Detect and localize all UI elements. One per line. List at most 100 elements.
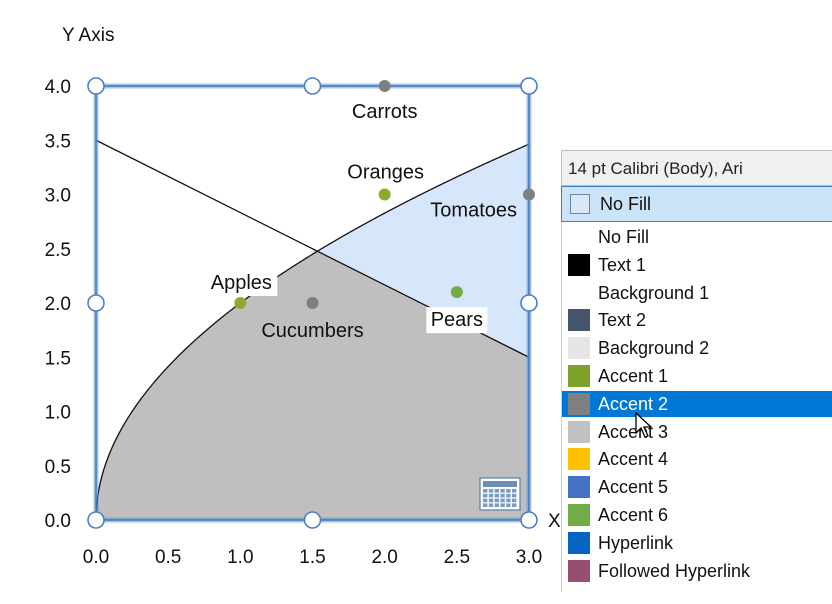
data-point[interactable]	[234, 297, 247, 309]
data-table-icon-cell	[494, 493, 499, 498]
fill-option-hyperlink[interactable]: Hyperlink	[562, 530, 832, 556]
resize-handle[interactable]	[520, 294, 538, 312]
data-table-icon-cell	[500, 503, 505, 507]
font-format-toolbar[interactable]: 14 pt Calibri (Body), Ari	[561, 150, 832, 186]
resize-handle[interactable]	[520, 77, 538, 95]
y-tick-label: 3.5	[45, 131, 71, 152]
data-point[interactable]	[306, 297, 319, 309]
data-table-icon-cell	[506, 489, 511, 493]
y-tick-label: 2.5	[45, 240, 71, 261]
data-table-icon-cell	[506, 503, 511, 507]
fill-color-select[interactable]: No Fill	[561, 186, 832, 222]
data-label-background	[426, 307, 488, 334]
data-label-background	[205, 270, 278, 296]
y-tick-label: 0.0	[45, 511, 71, 532]
data-table-icon-cell	[488, 493, 494, 498]
fill-option-label: Text 1	[598, 254, 647, 275]
fill-option-text-2[interactable]: Text 2	[562, 307, 832, 333]
data-point[interactable]	[450, 286, 463, 299]
data-table-icon-cell	[512, 489, 517, 493]
data-point[interactable]	[523, 188, 535, 201]
color-swatch-icon	[568, 281, 590, 304]
data-table-icon-cell	[488, 503, 494, 507]
fill-option-label: Background 1	[598, 282, 710, 303]
x-tick-label: 0.5	[155, 547, 181, 568]
y-tick-label: 2.0	[45, 294, 71, 315]
resize-handle[interactable]	[87, 77, 105, 95]
data-table-icon-cell	[506, 493, 511, 498]
fill-option-label: Background 2	[598, 338, 710, 359]
fill-option-label: Hyperlink	[598, 532, 674, 553]
fill-option-label: Accent 4	[598, 449, 669, 470]
fill-select-value: No Fill	[600, 194, 652, 214]
data-label[interactable]: Tomatoes	[430, 200, 517, 222]
fill-option-label: Accent 1	[598, 366, 669, 386]
color-swatch-icon	[568, 504, 590, 526]
fill-option-accent-6[interactable]: Accent 6	[562, 502, 832, 528]
data-table-icon-cell	[483, 498, 488, 503]
no-fill-swatch-icon	[570, 194, 590, 214]
data-table-icon-cell	[512, 493, 517, 498]
fill-option-text-1[interactable]: Text 1	[562, 252, 832, 278]
data-label[interactable]: Pears	[431, 309, 483, 331]
resize-handle[interactable]	[303, 77, 322, 95]
x-tick-label: 2.5	[444, 547, 470, 568]
color-swatch-icon	[568, 420, 590, 443]
sqrt-curve-line	[95, 143, 530, 521]
data-label[interactable]: Carrots	[352, 101, 418, 123]
fill-option-followed-hyperlink[interactable]: Followed Hyperlink	[562, 558, 832, 584]
fill-option-background-1[interactable]: Background 1	[562, 280, 832, 306]
fill-option-accent-3[interactable]: Accent 3	[562, 419, 832, 445]
resize-handle[interactable]	[87, 511, 105, 529]
fill-option-accent-4[interactable]: Accent 4	[562, 446, 832, 472]
data-label[interactable]: Oranges	[347, 162, 424, 184]
resize-handle[interactable]	[87, 294, 105, 312]
resize-handle[interactable]	[303, 511, 322, 529]
fill-option-label: Accent 5	[598, 477, 669, 498]
data-table-icon-cell	[500, 493, 505, 498]
fill-option-accent-1[interactable]: Accent 1	[562, 363, 832, 389]
data-point[interactable]	[378, 188, 391, 201]
data-table-icon-cell	[494, 489, 499, 493]
data-label[interactable]: Cucumbers	[261, 320, 363, 342]
y-tick-label: 3.0	[45, 186, 71, 207]
x-tick-label: 1.5	[299, 547, 325, 568]
fill-option-label: Followed Hyperlink	[598, 560, 751, 581]
fill-option-label: No Fill	[598, 227, 650, 247]
mouse-pointer-icon	[635, 412, 653, 438]
color-swatch-icon	[568, 559, 590, 582]
fill-option-label: Accent 6	[598, 505, 669, 525]
resize-handle[interactable]	[520, 511, 538, 529]
color-swatch-icon	[568, 309, 590, 332]
color-swatch-icon	[568, 531, 590, 554]
data-table-icon-cell	[500, 498, 505, 503]
data-table-icon-cell	[483, 489, 488, 493]
fill-option-accent-5[interactable]: Accent 5	[562, 474, 832, 500]
x-axis-title: X	[548, 511, 560, 532]
data-table-icon-cell	[500, 489, 505, 493]
x-tick-label: 0.0	[83, 547, 109, 568]
data-table-icon-cell	[488, 498, 494, 503]
fill-option-no-fill[interactable]: No Fill	[562, 224, 832, 250]
color-swatch-icon	[568, 448, 590, 471]
data-table-icon-cell	[483, 503, 488, 507]
fill-option-accent-2[interactable]: Accent 2	[562, 390, 832, 417]
color-swatch-icon	[568, 365, 590, 387]
data-point[interactable]	[378, 80, 391, 92]
x-tick-label: 3.0	[516, 547, 542, 568]
data-table-icon-cell	[488, 489, 494, 493]
color-swatch-icon	[568, 392, 590, 415]
y-axis-title: Y Axis	[62, 25, 114, 46]
data-label[interactable]: Apples	[211, 272, 272, 294]
color-swatch-icon	[568, 253, 590, 276]
y-tick-label: 1.5	[45, 348, 71, 369]
data-table-icon-cell	[512, 503, 517, 507]
data-table-icon-cell	[506, 498, 511, 503]
data-table-icon-cell	[483, 493, 488, 498]
data-table-icon-header	[483, 481, 517, 487]
y-tick-label: 1.0	[45, 403, 71, 424]
fill-option-background-2[interactable]: Background 2	[562, 335, 832, 361]
fill-option-label: Text 2	[598, 310, 647, 331]
